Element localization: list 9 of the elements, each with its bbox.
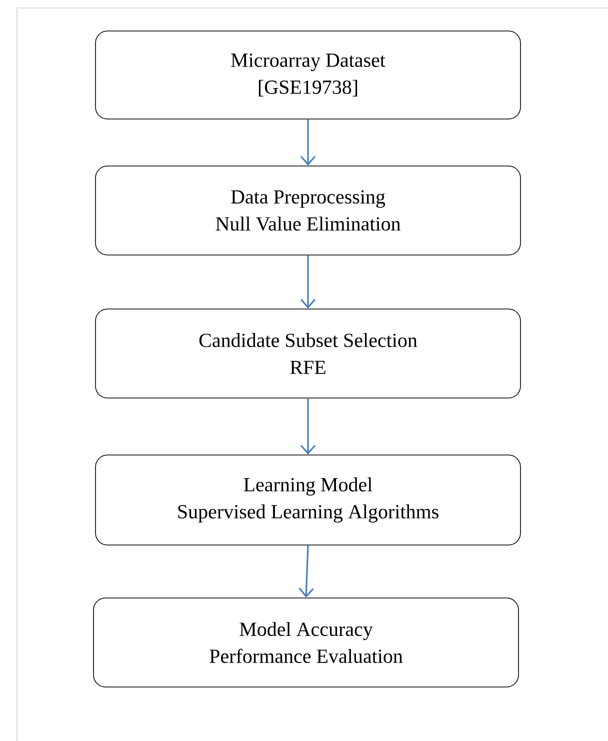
process-box: Microarray Dataset [GSE19738] bbox=[95, 30, 521, 120]
arrow bbox=[300, 119, 316, 166]
arrow bbox=[298, 545, 314, 598]
process-box: Learning Model Supervised Learning Algorithms bbox=[95, 454, 521, 546]
process-box: Data Preprocessing Null Value Elimination bbox=[95, 166, 521, 256]
arrow bbox=[300, 255, 316, 309]
arrow bbox=[300, 398, 316, 455]
process-box: Model Accuracy Performance Evaluation bbox=[93, 598, 519, 688]
process-box: Candidate Subset Selection RFE bbox=[95, 308, 521, 398]
